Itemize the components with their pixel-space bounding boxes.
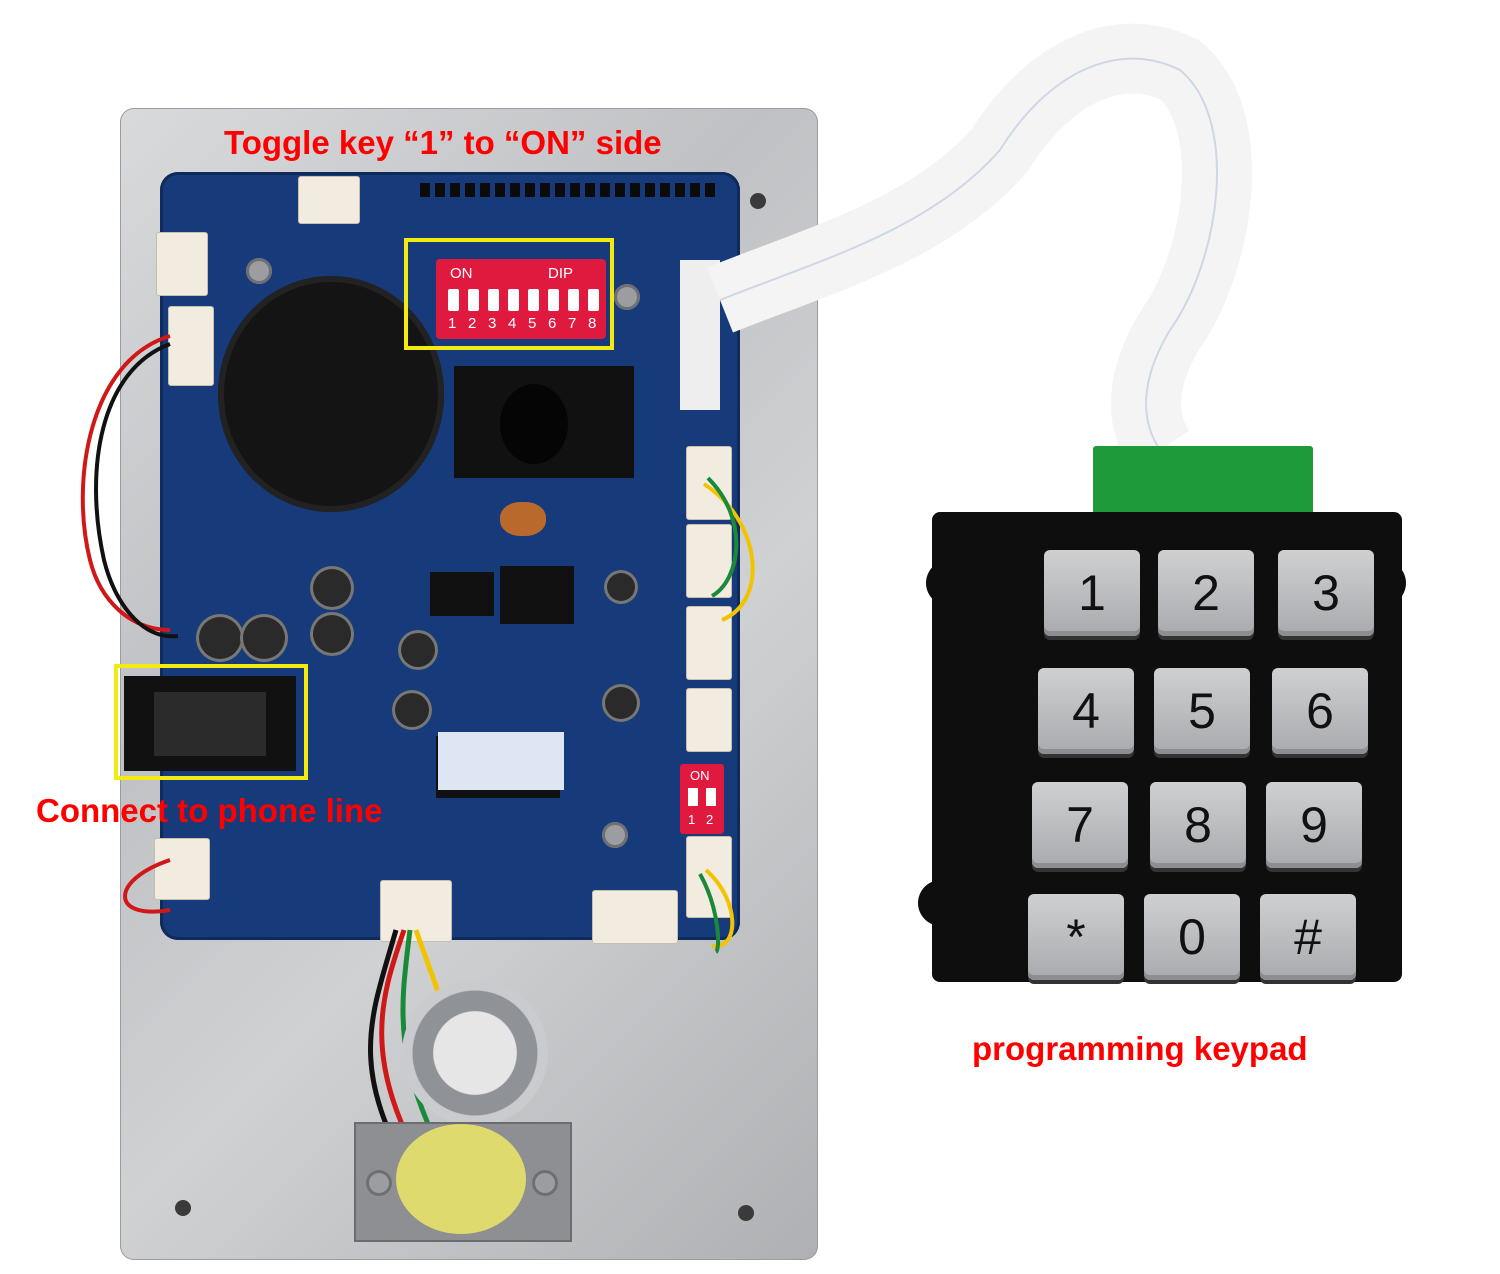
dip-number: 6 xyxy=(548,315,557,332)
small-dip-toggle-1[interactable] xyxy=(688,788,698,806)
key-9[interactable]: 9 xyxy=(1266,782,1362,868)
small-dip-switch[interactable]: ON 1 2 xyxy=(680,764,724,834)
connector xyxy=(686,446,732,520)
phone-line-label: Connect to phone line xyxy=(36,792,383,829)
dip-number: 3 xyxy=(488,315,497,332)
key-3[interactable]: 3 xyxy=(1278,550,1374,636)
dip-number: 5 xyxy=(528,315,537,332)
screw xyxy=(366,1170,392,1196)
screw xyxy=(532,1170,558,1196)
toggle-instruction-label: Toggle key “1” to “ON” side xyxy=(224,124,662,161)
dip-number: 7 xyxy=(568,315,577,332)
key-5[interactable]: 5 xyxy=(1154,668,1250,754)
dip-number: 4 xyxy=(508,315,517,332)
glue-blob xyxy=(396,1124,526,1234)
key-0[interactable]: 0 xyxy=(1144,894,1240,980)
chip xyxy=(430,572,494,616)
connector xyxy=(298,176,360,224)
key-star[interactable]: * xyxy=(1028,894,1124,980)
connector xyxy=(686,836,732,918)
dip-number: 1 xyxy=(448,315,457,332)
dip-number: 8 xyxy=(588,315,597,332)
dip-switch-highlight xyxy=(404,238,614,350)
capacitor xyxy=(196,614,244,662)
capacitor xyxy=(392,690,432,730)
plate-hole xyxy=(738,1205,754,1221)
key-4[interactable]: 4 xyxy=(1038,668,1134,754)
dip-toggle-1[interactable] xyxy=(448,289,459,311)
connector xyxy=(686,688,732,752)
dip-number: 2 xyxy=(468,315,477,332)
ceramic-capacitor xyxy=(500,502,546,536)
capacitor xyxy=(310,612,354,656)
ribbon-connector xyxy=(680,260,720,410)
key-7[interactable]: 7 xyxy=(1032,782,1128,868)
chip xyxy=(500,566,574,624)
connector xyxy=(154,838,210,900)
connector xyxy=(592,890,678,944)
capacitor xyxy=(240,614,288,662)
key-6[interactable]: 6 xyxy=(1272,668,1368,754)
screw xyxy=(246,258,272,284)
screw xyxy=(602,822,628,848)
capacitor xyxy=(398,630,438,670)
header-pins xyxy=(420,183,720,197)
capacitor xyxy=(310,566,354,610)
capacitor xyxy=(604,570,638,604)
small-dip-on-label: ON xyxy=(690,768,710,783)
dip-switch[interactable]: ON DIP 1 2 3 4 5 6 7 8 xyxy=(436,259,606,339)
dip-toggle-5[interactable] xyxy=(528,289,539,311)
keypad-caption: programming keypad xyxy=(972,1030,1308,1067)
rj11-phone-jack[interactable] xyxy=(124,676,296,771)
dip-toggle-7[interactable] xyxy=(568,289,579,311)
programming-keypad: 1 2 3 4 5 6 7 8 9 * 0 # xyxy=(932,512,1402,982)
connector xyxy=(156,232,208,296)
dip-toggle-3[interactable] xyxy=(488,289,499,311)
key-2[interactable]: 2 xyxy=(1158,550,1254,636)
plate-hole xyxy=(750,193,766,209)
microphone xyxy=(500,384,568,464)
sticker xyxy=(438,732,564,790)
small-dip-number: 1 xyxy=(688,812,696,827)
dip-on-label: ON xyxy=(450,265,473,282)
dip-toggle-8[interactable] xyxy=(588,289,599,311)
phone-jack-highlight xyxy=(114,664,308,780)
dip-toggle-2[interactable] xyxy=(468,289,479,311)
key-1[interactable]: 1 xyxy=(1044,550,1140,636)
keypad-pcb xyxy=(1093,446,1313,516)
dip-label: DIP xyxy=(548,265,574,282)
small-dip-number: 2 xyxy=(706,812,714,827)
small-dip-toggle-2[interactable] xyxy=(706,788,716,806)
jack-slot xyxy=(154,692,266,756)
dip-toggle-6[interactable] xyxy=(548,289,559,311)
capacitor xyxy=(602,684,640,722)
screw xyxy=(614,284,640,310)
push-button-switch[interactable] xyxy=(402,980,548,1126)
key-8[interactable]: 8 xyxy=(1150,782,1246,868)
plate-hole xyxy=(175,1200,191,1216)
key-hash[interactable]: # xyxy=(1260,894,1356,980)
dip-toggle-4[interactable] xyxy=(508,289,519,311)
